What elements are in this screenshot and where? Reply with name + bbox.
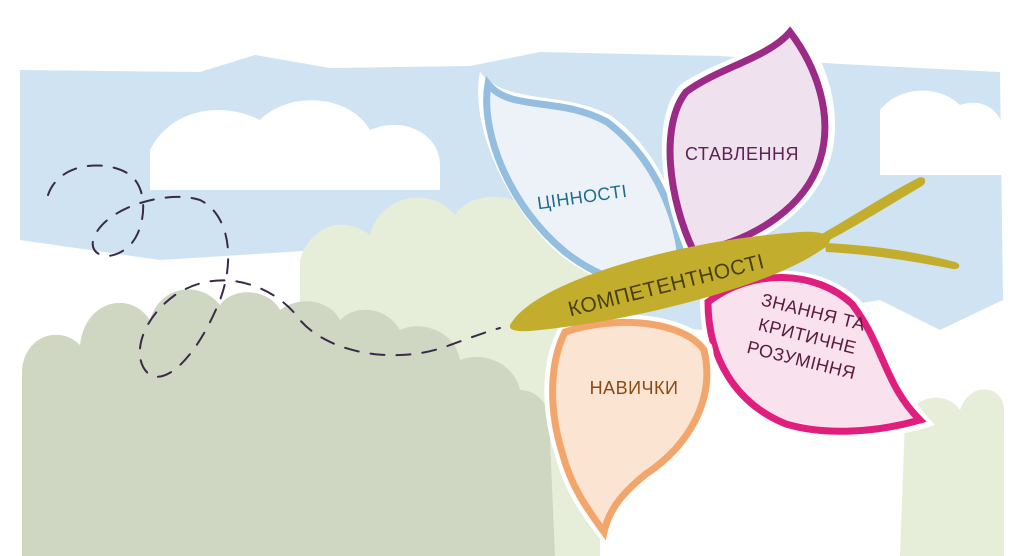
cloud <box>150 100 440 190</box>
flight-path <box>47 164 501 378</box>
antenna <box>820 177 926 242</box>
wing-skills <box>544 314 716 545</box>
butterfly-body <box>509 231 830 332</box>
wing-skills-shape <box>549 318 711 541</box>
antennae <box>820 177 960 270</box>
wing-attitudes-label: СТАВЛЕННЯ <box>685 144 799 164</box>
bushes-background <box>22 196 1004 556</box>
antenna <box>825 243 960 270</box>
bush-back-right <box>900 389 1004 556</box>
wing-attitudes <box>661 20 836 262</box>
bush-front <box>22 289 555 556</box>
wing-skills-label: НАВИЧКИ <box>590 378 679 398</box>
body-shape <box>509 231 830 332</box>
wing-knowledge-shape <box>704 274 927 435</box>
cloud <box>880 90 1006 175</box>
wing-knowledge <box>700 270 935 440</box>
